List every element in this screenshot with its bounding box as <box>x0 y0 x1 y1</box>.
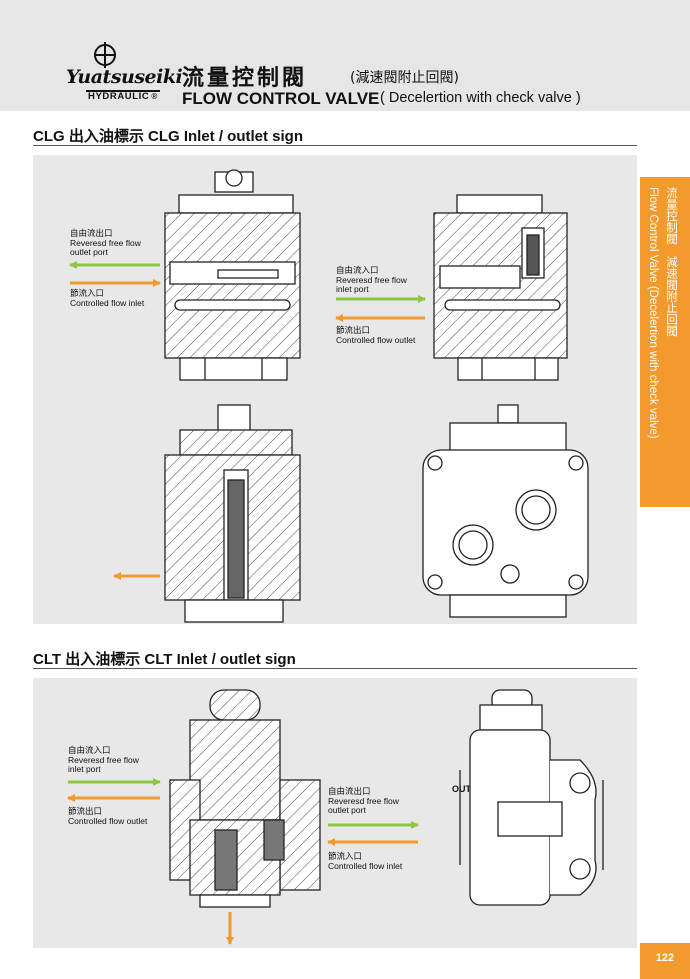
section-rule-clg <box>33 145 637 146</box>
page-title-cn-sub: (減速閥附止回閥) <box>350 70 459 86</box>
clg-left-free-en1: Reveresd free flow <box>70 237 141 248</box>
clt-left-free-cn: 自由流入口 <box>68 745 111 755</box>
page-title-en-sub: ( Decelertion with check valve ) <box>380 90 581 106</box>
clt-valve-front-view <box>459 689 604 906</box>
clt-left-free-en2: inlet port <box>68 764 101 774</box>
side-tab: 流量控制閥 減速閥附止回閥 Flow Control Valve (Decele… <box>640 177 690 507</box>
clg-left-ctrl-en: Controlled flow inlet <box>70 297 145 308</box>
clg-mid-free-label: 自由流入口 Reveresd free flow inlet port <box>336 265 407 295</box>
brand-reg-mark: ® <box>151 92 158 101</box>
page-number-tab: 122 <box>640 943 690 979</box>
page-title-cn: 流量控制閥 <box>182 66 308 91</box>
brand-sub: HYDRAULIC® <box>88 91 158 102</box>
clg-valve-side-view-1 <box>164 169 301 381</box>
clg-mid-ctrl-en: Controlled flow outlet <box>336 334 416 345</box>
brand-sub-text: HYDRAULIC <box>88 91 150 102</box>
section-title-clt: CLT 出入油標示 CLT Inlet / outlet sign <box>33 651 296 668</box>
page-title-en: FLOW CONTROL VALVE <box>182 89 380 108</box>
clt-left-ctrl-cn: 節流出口 <box>68 806 103 816</box>
clt-left-ctrl-label: 節流出口 Controlled flow outlet <box>68 806 148 826</box>
clg-mid-free-en1: Reveresd free flow <box>336 274 407 285</box>
clg-left-ctrl-label: 節流入口 Controlled flow inlet <box>70 288 145 308</box>
clg-valve-front-view <box>422 404 589 618</box>
clg-left-ctrl-cn: 節流入口 <box>70 288 105 298</box>
clt-right-free-cn: 自由流出口 <box>328 786 371 796</box>
clg-mid-ctrl-cn: 節流出口 <box>336 325 371 335</box>
section-rule-clt <box>33 668 637 669</box>
clg-left-free-cn: 自由流出口 <box>70 228 113 238</box>
clg-mid-free-en2: inlet port <box>336 284 369 294</box>
clt-left-ctrl-en: Controlled flow outlet <box>68 815 148 826</box>
brand-name: Yuatsuseiki <box>66 66 183 88</box>
clt-right-ctrl-cn: 節流入口 <box>328 851 363 861</box>
clg-left-free-en2: outlet port <box>70 247 108 257</box>
clt-right-free-en2: outlet port <box>328 805 366 815</box>
clt-right-ctrl-label: 節流入口 Controlled flow inlet <box>328 851 403 871</box>
brand-underline <box>86 90 160 92</box>
section-title-clg: CLG 出入油標示 CLG Inlet / outlet sign <box>33 128 303 145</box>
clt-out-mark: OUT <box>452 784 471 794</box>
clt-valve-section-view <box>169 689 321 908</box>
clt-right-free-en1: Reveresd free flow <box>328 795 399 806</box>
clg-mid-free-cn: 自由流入口 <box>336 265 379 275</box>
clg-mid-ctrl-label: 節流出口 Controlled flow outlet <box>336 325 416 345</box>
clt-right-ctrl-en: Controlled flow inlet <box>328 860 403 871</box>
clt-left-free-en1: Reveresd free flow <box>68 754 139 765</box>
page-number: 122 <box>655 952 675 964</box>
clt-left-free-label: 自由流入口 Reveresd free flow inlet port <box>68 745 139 775</box>
clg-left-free-label: 自由流出口 Reveresd free flow outlet port <box>70 228 141 258</box>
clt-right-free-label: 自由流出口 Reveresd free flow outlet port <box>328 786 399 816</box>
clg-valve-side-view-2 <box>433 194 568 381</box>
side-tab-en: Flow Control Valve (Decelertion with che… <box>647 187 659 439</box>
side-tab-cn: 流量控制閥 減速閥附止回閥 <box>665 187 677 337</box>
clg-valve-section-view <box>164 404 301 623</box>
